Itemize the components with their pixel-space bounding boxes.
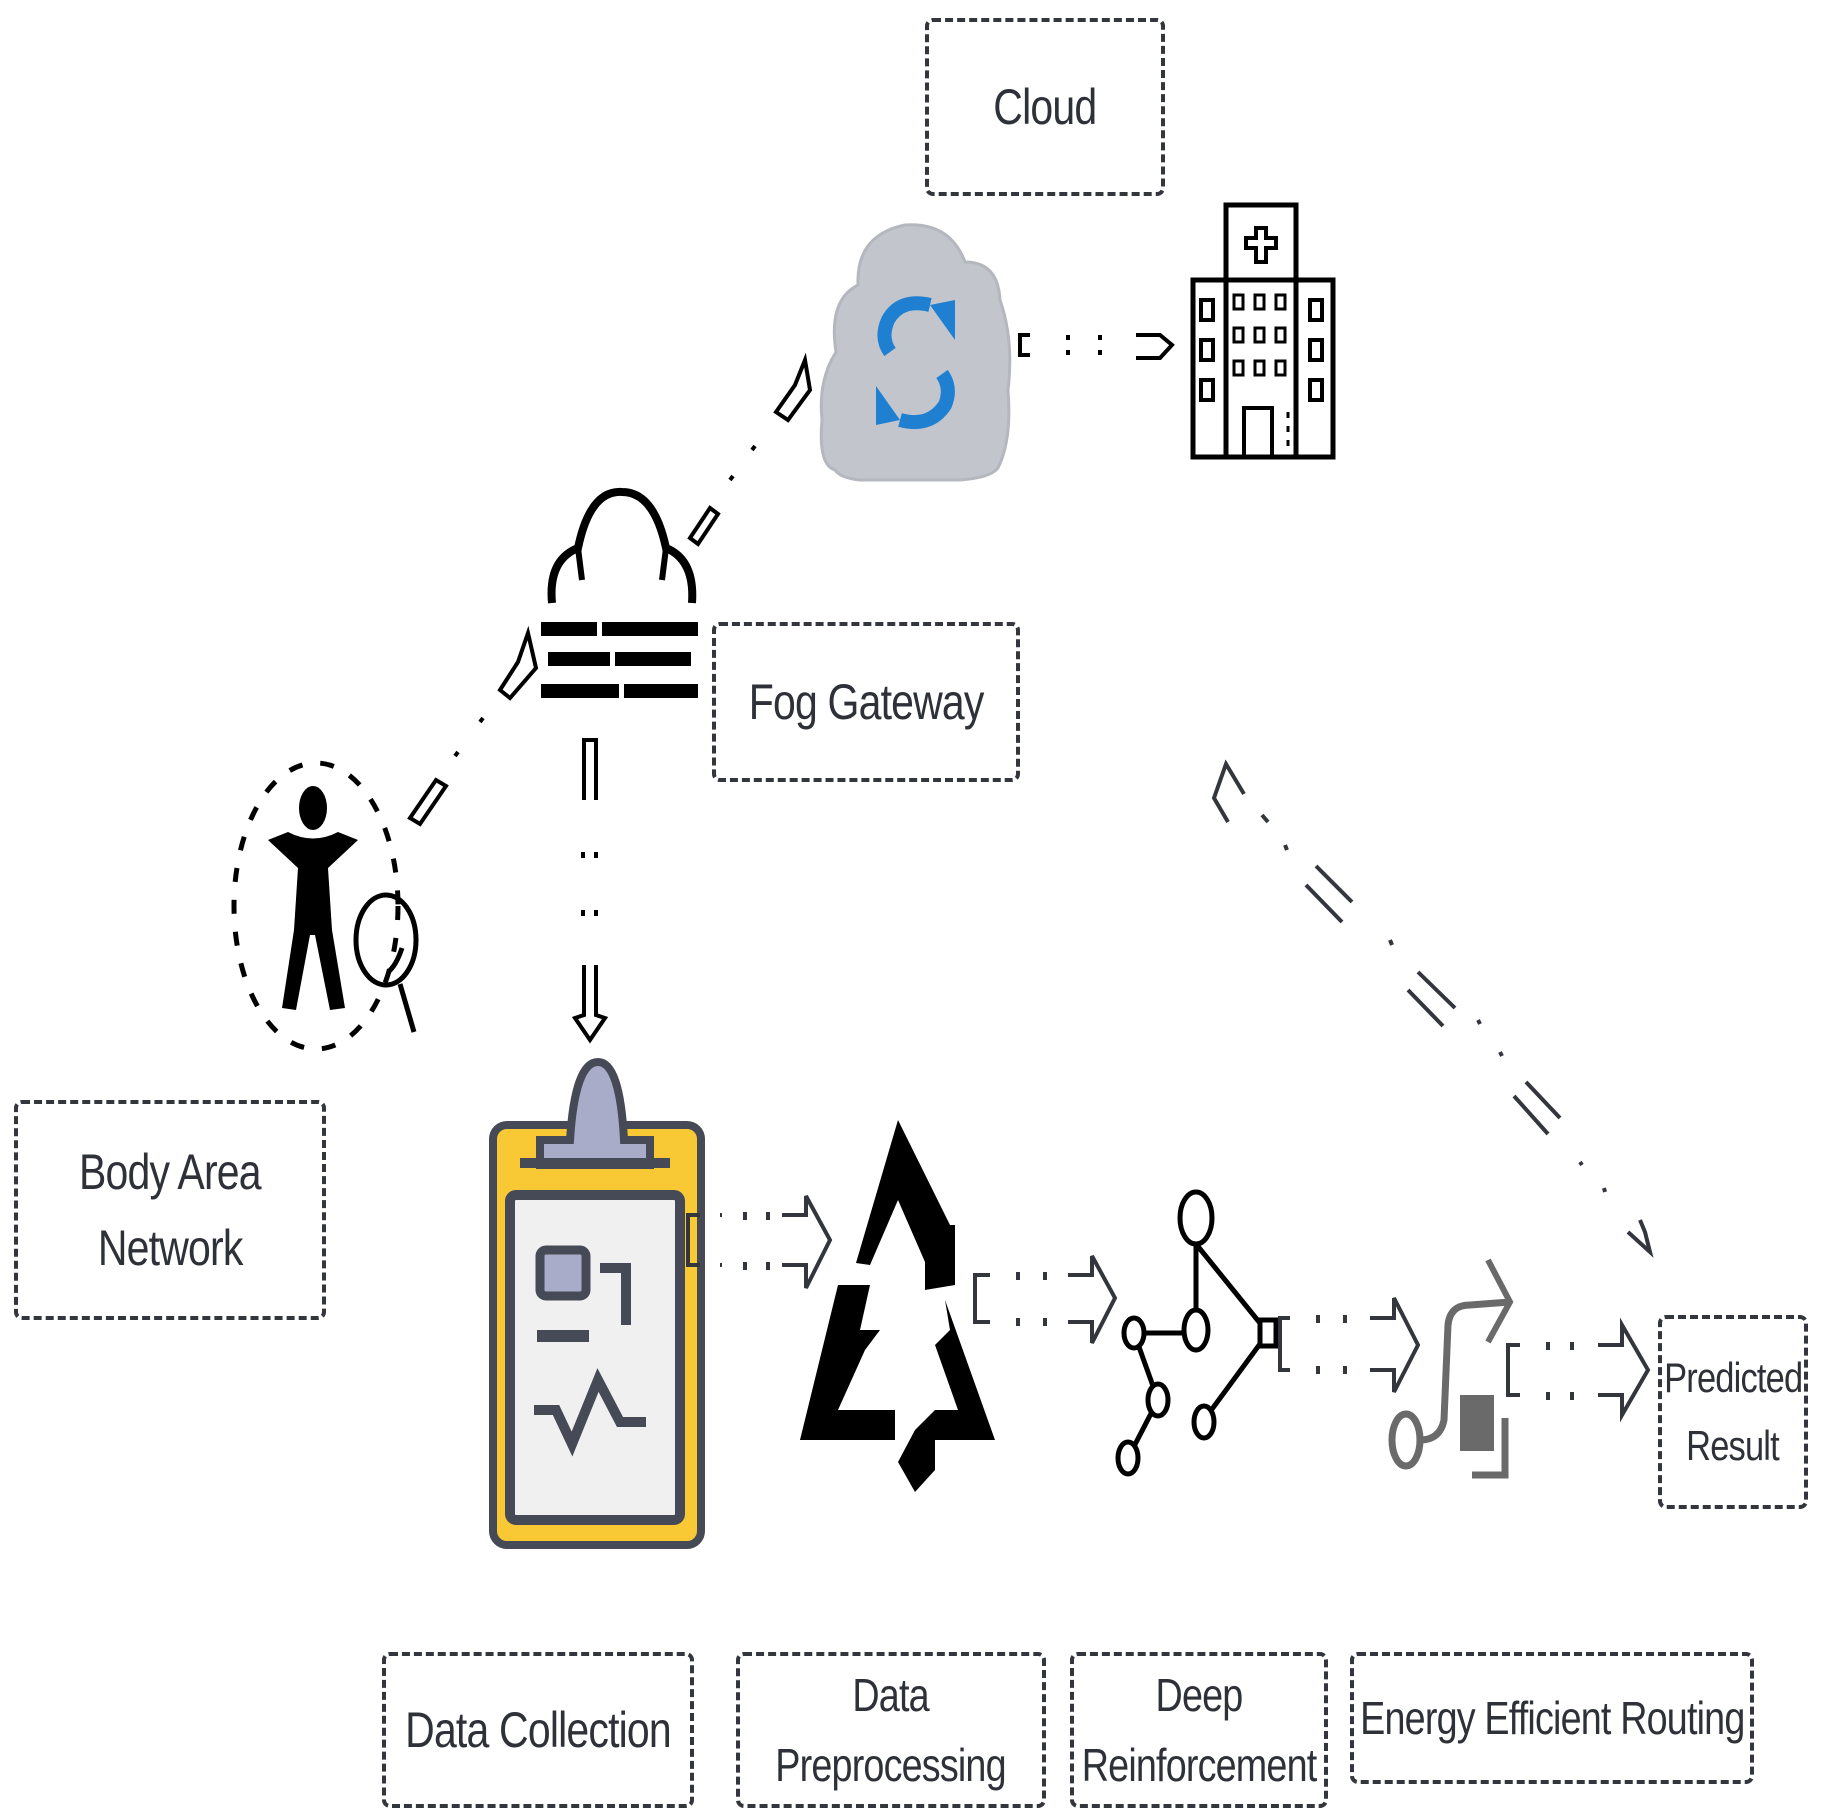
cloud-label-box: Cloud <box>925 18 1165 196</box>
routing-icon <box>1388 1258 1514 1479</box>
body-area-network-label-box: Body Area Network <box>14 1100 326 1320</box>
arrow-clipboard-to-preprocessing <box>686 1195 833 1289</box>
arrow-cloud-to-hospital <box>1018 333 1175 360</box>
body-area-network-label-line2: Network <box>97 1220 243 1276</box>
fog-gateway-label: Fog Gateway <box>748 674 985 730</box>
arrow-preprocessing-to-network <box>973 1255 1118 1344</box>
fog-gateway-icon <box>541 487 698 698</box>
cloud-label: Cloud <box>993 79 1097 135</box>
arrow-body-to-fog <box>407 625 539 827</box>
person-scan-icon <box>231 760 419 1052</box>
predicted-result-label-box: Predicted Result <box>1658 1315 1808 1509</box>
data-preprocessing-label-line1: Data <box>852 1669 930 1721</box>
hospital-icon <box>1190 202 1336 460</box>
arrow-fog-to-cloud <box>687 352 813 547</box>
data-preprocessing-label-line2: Preprocessing <box>775 1739 1007 1791</box>
cloud-sync-icon <box>819 223 1012 482</box>
recycle-icon <box>800 1120 995 1492</box>
deep-reinforcement-label-line2: Reinforcement <box>1081 1739 1317 1791</box>
energy-efficient-routing-label-box: Energy Efficient Routing <box>1350 1652 1754 1784</box>
fog-gateway-label-box: Fog Gateway <box>712 622 1020 782</box>
arrow-routing-to-result <box>1506 1317 1651 1423</box>
arrow-fog-to-clipboard <box>571 738 609 1044</box>
data-collection-label-box: Data Collection <box>382 1652 694 1808</box>
body-area-network-label-line1: Body Area <box>79 1144 262 1200</box>
energy-efficient-routing-label: Energy Efficient Routing <box>1359 1692 1745 1744</box>
data-collection-label: Data Collection <box>405 1702 672 1758</box>
clipboard-icon <box>489 1057 705 1549</box>
predicted-result-label-line1: Predicted <box>1663 1354 1803 1401</box>
arrow-result-to-fog <box>1211 759 1654 1258</box>
arrow-network-to-routing <box>1278 1297 1421 1393</box>
deep-reinforcement-label-line1: Deep <box>1155 1669 1244 1721</box>
predicted-result-label-line2: Result <box>1686 1422 1781 1469</box>
data-preprocessing-label-box: Data Preprocessing <box>736 1652 1046 1808</box>
neural-network-icon <box>1115 1189 1279 1477</box>
deep-reinforcement-label-box: Deep Reinforcement <box>1070 1652 1328 1808</box>
